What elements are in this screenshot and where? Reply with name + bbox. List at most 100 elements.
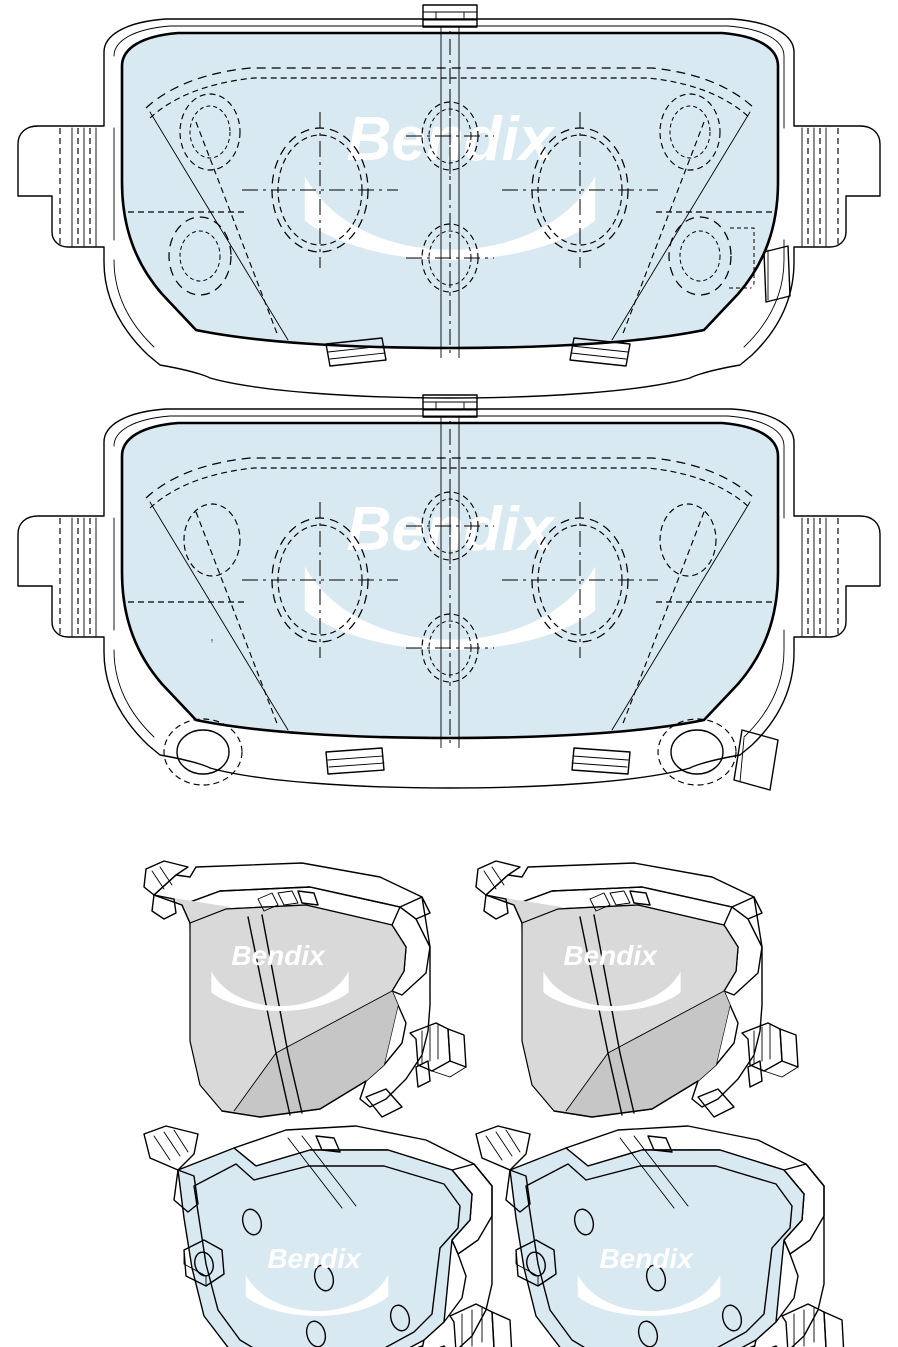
iso-fr-ear-right-tab-face <box>763 1066 799 1078</box>
iso-fr-ear-left-lines <box>483 866 505 890</box>
iso-fl-ear-left-lower <box>151 894 177 920</box>
iso-fr-ear-left <box>475 860 521 896</box>
top-retaining-tab-centre <box>422 4 478 28</box>
iso-br-ear-right <box>781 1303 827 1347</box>
top-boss-left-main <box>242 112 398 268</box>
iso-fl-ear-right-tab <box>447 1028 467 1068</box>
iso-bl-hole-4 <box>389 1304 411 1332</box>
iso-bl-ear-left-lines <box>153 1129 189 1161</box>
top-rivet-lower-left <box>168 216 232 296</box>
iso-fl-friction-shade-edge <box>233 990 393 1112</box>
top-rivet-upper-right <box>659 93 721 171</box>
mid-taper-dashed-left <box>195 511 279 727</box>
iso-bl-hole-1 <box>241 1208 263 1236</box>
iso-fl-plate-chamfer-2 <box>277 890 299 906</box>
top-retaining-clip-right <box>569 337 631 367</box>
iso-bl-groove-2 <box>301 1135 357 1207</box>
iso-fl-ear-right-tab-face <box>431 1066 467 1078</box>
iso-fl-ear-left <box>143 860 189 896</box>
iso-br-plate-inner-step <box>525 1163 793 1347</box>
view-mid-plan: Bendix <box>17 394 881 791</box>
iso-fr-plate-notch <box>629 890 651 906</box>
iso-br-hole-1 <box>573 1208 595 1236</box>
mid-backplate-inner-edge <box>113 415 785 738</box>
top-rivet-lower-right <box>668 216 755 296</box>
top-centre-boss-lower <box>406 214 494 302</box>
iso-fl-lower-tab <box>415 1060 431 1088</box>
iso-fl-ear-left-lines <box>151 866 173 890</box>
top-mounting-ear-right <box>801 127 839 247</box>
iso-bl-ear-right-tab <box>491 1311 513 1347</box>
iso-fr-ear-right-lines <box>753 1024 771 1064</box>
mid-centre-boss-upper <box>406 482 494 570</box>
iso-br-hole-4 <box>721 1304 743 1332</box>
mid-mounting-ear-right <box>801 517 839 637</box>
mid-inner-dashed-contour <box>145 457 755 499</box>
top-inner-dashed-contour <box>145 67 755 109</box>
mid-friction-outline <box>120 421 780 740</box>
iso-bl-groove-notch <box>315 1135 341 1153</box>
top-retaining-clip-left <box>325 337 387 367</box>
iso-fr-bottom-contour <box>553 1080 699 1118</box>
iso-bl-ear-left <box>143 1125 199 1171</box>
iso-br-boss-left-edge <box>515 1249 539 1287</box>
iso-br-ear-right-lines <box>793 1307 815 1347</box>
iso-br-hole-3 <box>637 1320 659 1347</box>
mid-rivet-left <box>183 503 241 577</box>
mid-backplate-inner-edge-left <box>113 517 155 738</box>
mid-rivet-right <box>659 503 717 577</box>
mid-centre-boss-lower <box>406 604 494 692</box>
iso-fr-ear-right <box>741 1022 783 1072</box>
iso-br-boss-left-hole <box>526 1251 546 1277</box>
mid-retaining-clip-right <box>571 747 631 775</box>
iso-br-ear-left-lower <box>505 1169 531 1213</box>
mid-wear-sensor-tab <box>733 729 779 791</box>
bendix-watermark-iso-bl: Bendix <box>245 1243 389 1316</box>
iso-fr-lower-clip <box>697 1088 735 1118</box>
top-taper-dashed-left <box>195 121 279 337</box>
top-boss-right-main <box>502 112 658 268</box>
mid-centre-slot <box>440 416 460 748</box>
iso-br-groove-notch <box>647 1135 673 1153</box>
top-backplate-inner-edge <box>113 25 785 348</box>
mid-taper-dashed-right <box>621 511 705 727</box>
iso-bl-hole-3 <box>305 1320 327 1347</box>
top-inner-dashed-contour-2 <box>149 77 751 119</box>
view-iso-friction-right: Bendix <box>475 860 799 1118</box>
view-iso-backplate-right: Bendix <box>475 1125 845 1347</box>
iso-fr-friction-shade-edge <box>565 990 725 1112</box>
iso-bl-boss-left-edge <box>183 1249 207 1287</box>
iso-fl-bottom-contour <box>221 1080 367 1118</box>
view-top-plan: Bendix <box>17 4 881 399</box>
iso-fl-ear-right <box>409 1022 451 1072</box>
mid-backplate-outline <box>17 408 881 789</box>
mid-mounting-ear-left <box>59 517 97 637</box>
bendix-watermark-iso-fl: Bendix <box>211 940 349 1011</box>
top-centre-slot <box>440 26 460 358</box>
iso-fl-ear-right-lines <box>421 1024 439 1064</box>
iso-fr-plate-chamfer-2 <box>609 890 631 906</box>
iso-fr-ear-left-lower <box>483 894 509 920</box>
iso-fl-plate-chamfer-1 <box>257 892 279 912</box>
top-backplate-outline <box>17 18 881 399</box>
iso-fr-plate-chamfer-1 <box>589 892 611 912</box>
mid-mount-bore-right <box>657 718 737 786</box>
iso-br-groove-2 <box>633 1135 689 1207</box>
view-iso-friction-left: Bendix <box>143 860 467 1118</box>
iso-fl-lower-clip <box>365 1088 403 1118</box>
iso-bl-ear-right <box>449 1303 495 1347</box>
iso-fr-lower-tab <box>747 1060 763 1088</box>
mid-boss-left-main <box>242 502 398 658</box>
iso-fr-ear-right-tab <box>779 1028 799 1068</box>
mid-retaining-clip-left <box>325 747 385 775</box>
top-friction-outline <box>120 31 780 350</box>
mid-mount-bore-left <box>163 718 243 786</box>
iso-br-groove-1 <box>619 1137 675 1209</box>
iso-bl-boss-left <box>183 1239 225 1287</box>
iso-br-boss-left <box>515 1239 557 1287</box>
iso-bl-groove-1 <box>287 1137 343 1209</box>
top-backplate-inner-edge-left <box>113 127 155 348</box>
top-mounting-ear-left <box>59 127 97 247</box>
top-taper-dashed-right <box>621 121 705 337</box>
